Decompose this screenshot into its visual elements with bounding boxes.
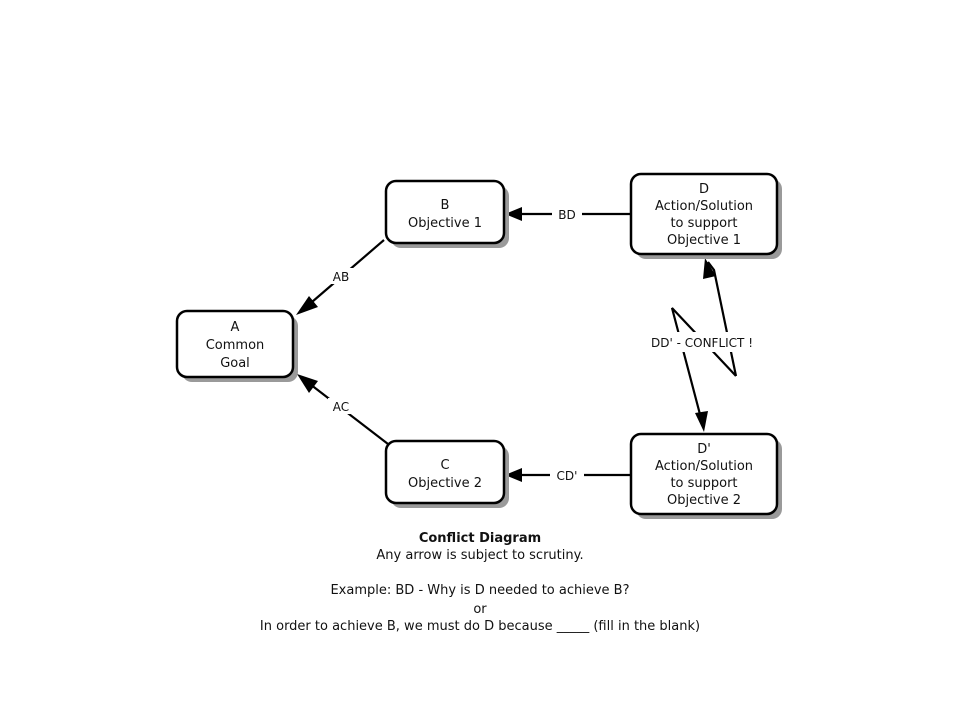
node-a-line-2: Common: [206, 338, 265, 353]
node-d: D Action/Solution to support Objective 1: [629, 172, 782, 259]
conflict-arrow: [707, 261, 738, 377]
node-b-line-1: B: [441, 198, 450, 213]
caption-or: or: [473, 602, 487, 617]
conflict-zigzag: [670, 307, 737, 423]
node-d-line-3: to support: [670, 216, 737, 231]
conflict-label: DD' - CONFLICT !: [651, 336, 753, 350]
node-a: A Common Goal: [175, 309, 298, 382]
edge-ac-label: AC: [333, 400, 349, 414]
node-d-prime-line-1: D': [697, 442, 711, 457]
node-b: B Objective 1: [384, 179, 509, 248]
node-d-prime-line-4: Objective 2: [667, 493, 741, 508]
node-c-line-2: Objective 2: [408, 476, 482, 491]
caption-sentence: In order to achieve B, we must do D beca…: [259, 619, 701, 634]
caption-example: Example: BD - Why is D needed to achieve…: [330, 583, 630, 598]
node-d-prime-line-2: Action/Solution: [655, 459, 753, 474]
edge-bd-label: BD: [558, 208, 575, 222]
node-c: C Objective 2: [384, 439, 509, 508]
node-c-line-1: C: [440, 458, 449, 473]
edge-ab-label: AB: [333, 270, 349, 284]
node-a-line-1: A: [231, 320, 240, 335]
conflict-arrowhead-up: [703, 258, 716, 279]
node-d-prime: D' Action/Solution to support Objective …: [629, 432, 782, 519]
caption-title: Conflict Diagram: [418, 531, 542, 546]
node-d-line-1: D: [699, 182, 709, 197]
edge-cd-arrowhead: [505, 468, 522, 482]
edge-ab-arrowhead: [296, 296, 318, 315]
conflict-arrowhead-down: [695, 411, 708, 432]
node-a-line-3: Goal: [220, 356, 250, 371]
node-d-line-2: Action/Solution: [655, 199, 753, 214]
node-d-line-4: Objective 1: [667, 233, 741, 248]
node-b-line-2: Objective 1: [408, 216, 482, 231]
caption-subtitle: Any arrow is subject to scrutiny.: [376, 548, 584, 563]
node-d-prime-line-3: to support: [670, 476, 737, 491]
edge-bd-arrowhead: [505, 207, 522, 221]
edge-ac-arrowhead: [297, 374, 318, 393]
edge-cd-label: CD': [557, 469, 578, 483]
